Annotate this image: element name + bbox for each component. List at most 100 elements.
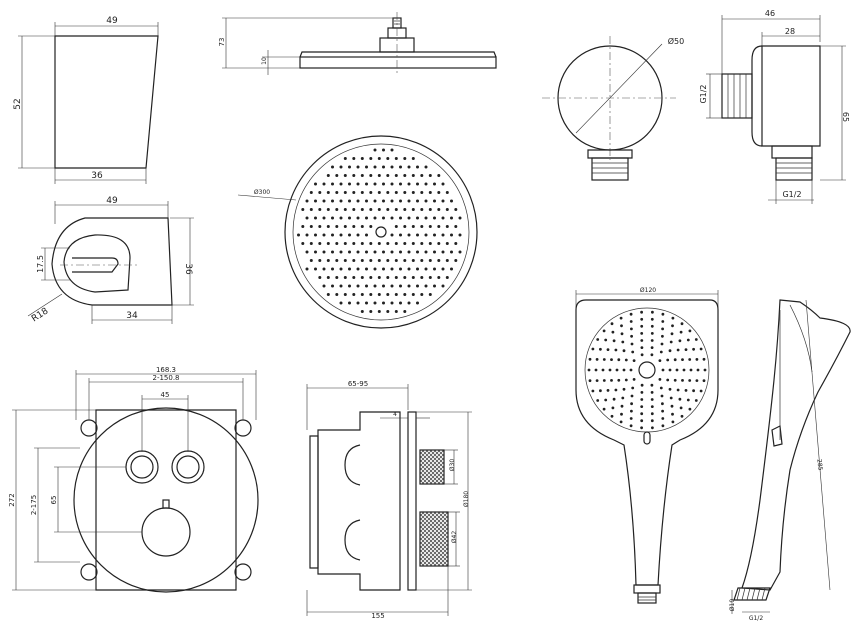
nozzle-dot [377,242,381,245]
nozzle-dot [650,339,654,342]
nozzle-dot [651,310,654,314]
elbow-side-body [761,45,821,147]
nozzle-dot [450,250,453,254]
nozzle-dot [620,404,624,408]
nozzle-dot [441,199,445,203]
head-nozzle-grid [297,148,462,313]
nozzle-dot [702,379,706,383]
nozzle-dot [314,182,317,186]
nozzle-dot [441,284,445,288]
nozzle-dot [322,216,326,220]
nozzle-dot [640,353,644,357]
nozzle-dot [394,174,398,177]
nozzle-dot [390,301,394,305]
nozzle-dot [433,216,436,220]
dim-valve-plate: Ø180 [463,491,470,507]
nozzle-dot [394,293,398,296]
nozzle-dot [640,346,644,349]
nozzle-dot [407,216,411,220]
head-plan-center [375,226,387,238]
nozzle-dot [620,324,623,328]
nozzle-dot [445,191,449,194]
nozzle-dot [356,233,360,237]
nozzle-dot [326,259,330,262]
nozzle-dot [356,165,360,169]
dim-holder-bottom: 36 [91,171,103,181]
head-plan-view: Ø300 [237,135,478,329]
valve-side-body [317,411,401,591]
nozzle-dot [390,216,394,220]
nozzle-dot [386,208,390,211]
holder-top-view: 49 36 17.5 34 R18 [27,196,194,324]
nozzle-dot [411,225,415,228]
nozzle-dot [399,267,402,271]
dim-hand-thread: G1/2 [749,615,763,622]
nozzle-dot [640,324,644,328]
nozzle-dot [394,191,398,194]
nozzle-dot [382,148,385,152]
dim-top-depth: 34 [126,311,138,321]
nozzle-dot [343,225,347,228]
nozzle-dot [699,347,703,351]
valve-side-knob-small [419,449,445,485]
nozzle-dot [360,157,364,160]
head-side-view: 73 10 [218,12,497,75]
holder-front-view: 49 52 36 [13,16,159,184]
nozzle-dot [331,216,334,220]
nozzle-dot [437,242,441,245]
nozzle-dot [365,199,368,203]
nozzle-dot [450,233,453,237]
nozzle-dot [640,398,644,401]
nozzle-dot [403,225,407,228]
nozzle-dot [617,358,621,362]
nozzle-dot [621,340,625,344]
nozzle-dot [622,387,626,391]
nozzle-dot [331,250,334,254]
nozzle-dot [403,174,407,177]
nozzle-dot [416,182,419,186]
nozzle-dot [619,420,623,424]
nozzle-dot [650,317,654,321]
nozzle-dot [390,199,394,203]
nozzle-dot [420,259,424,262]
nozzle-dot [305,216,309,220]
hand-front-button [643,431,651,445]
nozzle-dot [356,250,360,254]
nozzle-dot [386,242,390,245]
nozzle-dot [676,348,680,352]
nozzle-dot [437,225,441,228]
holder-front-outline [54,35,159,169]
nozzle-dot [615,368,619,372]
nozzle-dot [428,225,432,228]
nozzle-dot [314,216,317,220]
nozzle-dot [640,332,644,335]
nozzle-dot [352,157,356,160]
nozzle-dot [668,368,672,372]
nozzle-dot [377,259,381,262]
nozzle-dot [360,191,364,194]
nozzle-dot [611,330,615,334]
nozzle-dot [454,208,458,211]
nozzle-dot [373,250,377,254]
nozzle-dot [428,208,432,211]
nozzle-dot [411,208,415,211]
nozzle-dot [424,216,428,220]
nozzle-dot [458,233,462,237]
nozzle-dot [666,358,670,362]
valve-side-view: 65-95 4 Ø30 Ø180 Ø42 155 [306,380,472,620]
nozzle-dot [620,412,623,416]
nozzle-dot [352,276,356,279]
nozzle-dot [594,368,598,372]
nozzle-dot [348,216,351,220]
nozzle-dot [668,349,672,353]
nozzle-dot [612,339,616,343]
dim-hand-diameter: Ø120 [640,287,656,294]
nozzle-dot [301,208,305,211]
valve-front-view: 168.3 2-150.8 45 272 2-175 65 [8,366,259,593]
valve-lug [80,563,98,581]
nozzle-dot [318,276,322,279]
nozzle-dot [339,182,343,186]
nozzle-dot [394,242,398,245]
nozzle-dot [339,267,343,271]
nozzle-dot [428,259,432,262]
